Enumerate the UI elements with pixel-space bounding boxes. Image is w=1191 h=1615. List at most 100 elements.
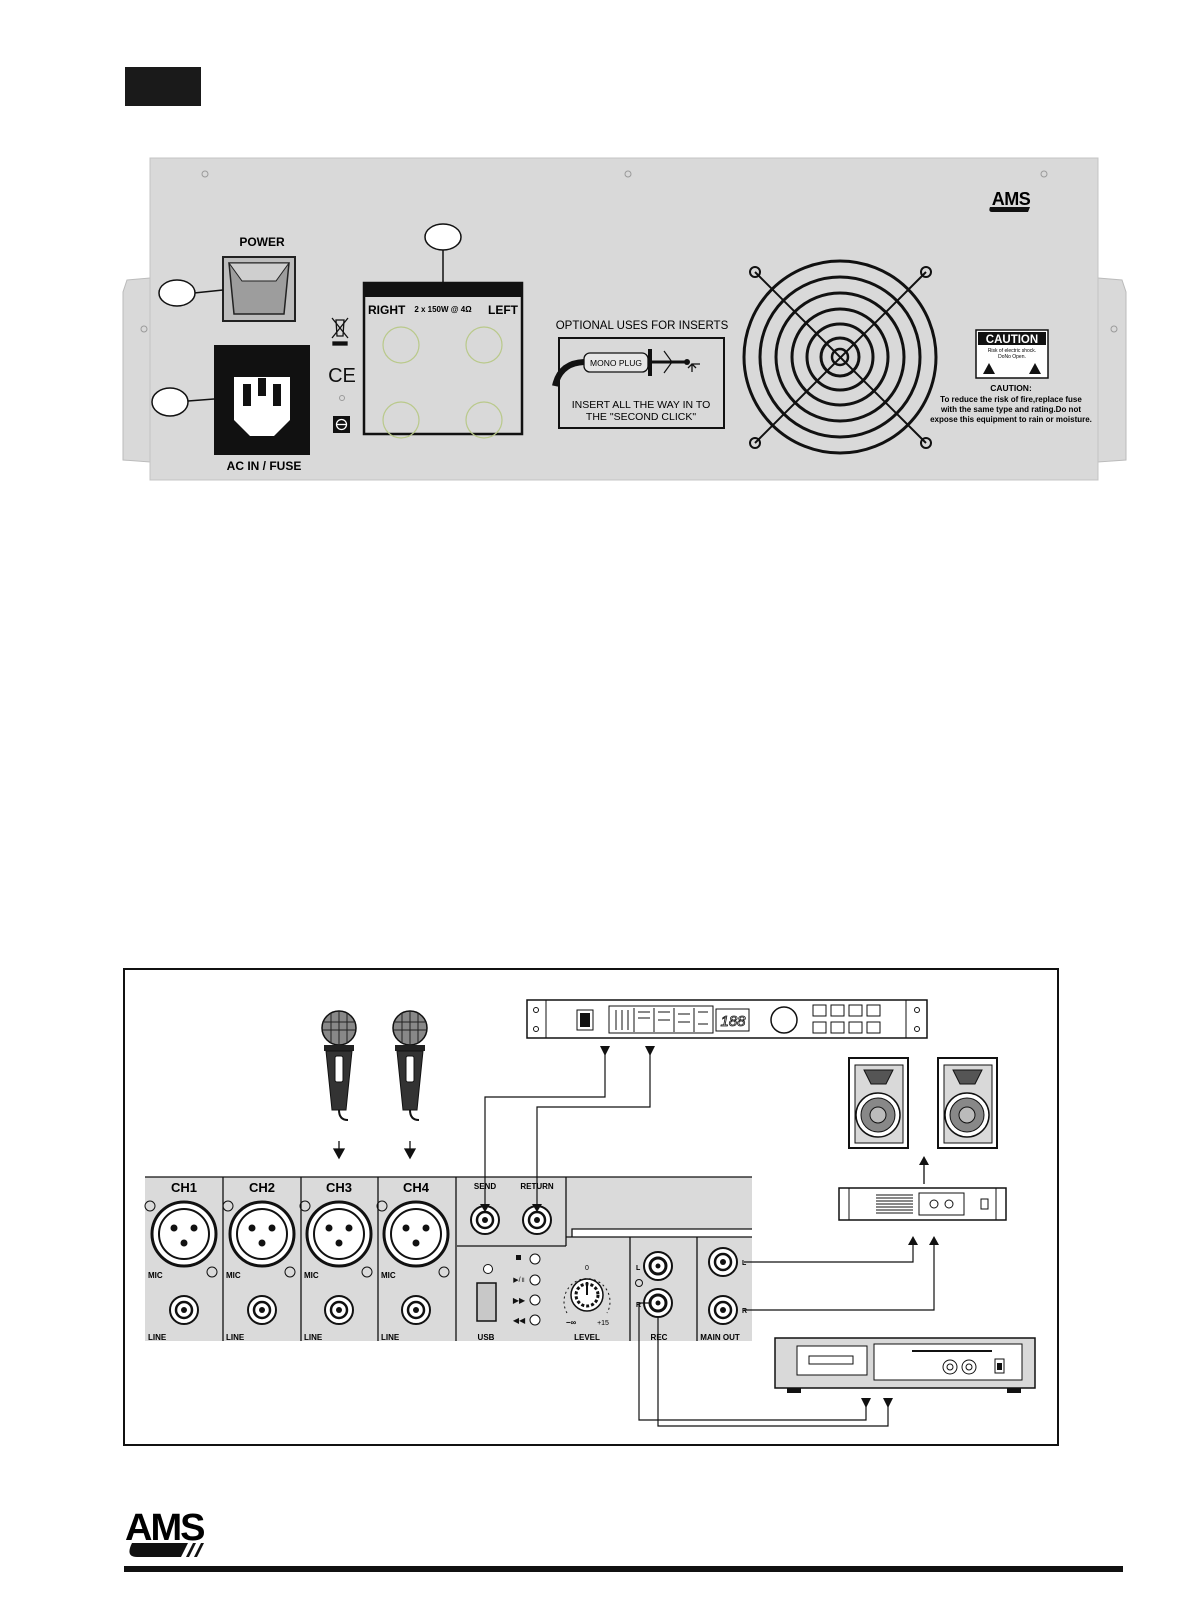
main-out-label: MAIN OUT <box>700 1333 740 1342</box>
speaker-output-panel: RIGHT 2 x 150W @ 4Ω LEFT <box>362 223 524 439</box>
play-pause-icon: ▶/॥ <box>513 1277 525 1284</box>
inserts-title: OPTIONAL USES FOR INSERTS <box>556 320 729 332</box>
xlr-jack <box>222 1200 296 1278</box>
svg-text:expose this equipment to rain: expose this equipment to rain or moistur… <box>930 415 1092 424</box>
cooling-fan <box>742 259 938 455</box>
effects-knob <box>770 1006 798 1034</box>
send-jack <box>470 1205 500 1235</box>
recorder-icon <box>774 1337 1036 1393</box>
usb-led <box>483 1264 493 1274</box>
speakon-jack <box>465 326 503 364</box>
cable-lines <box>484 1053 935 1427</box>
effects-display: 188 <box>720 1013 746 1030</box>
ams-logo-small: AMS <box>989 189 1031 212</box>
speakon-jack <box>465 401 503 439</box>
svg-text:AMS: AMS <box>992 189 1031 209</box>
power-switch <box>222 256 296 322</box>
arrowheads <box>480 1046 939 1408</box>
rec-l-label: L <box>636 1265 641 1272</box>
rec-label: REC <box>651 1333 668 1342</box>
channel-label-ch4: CH4 <box>403 1180 430 1195</box>
usb-port <box>476 1282 497 1322</box>
channel-label-ch2: CH2 <box>249 1180 275 1195</box>
ac-inlet <box>214 345 310 455</box>
callout-ac <box>151 387 189 417</box>
line-jack <box>169 1295 199 1325</box>
line-label: LINE <box>148 1333 167 1342</box>
main-out-l-label: L <box>742 1260 747 1267</box>
line-jack <box>401 1295 431 1325</box>
speaker-right-label: RIGHT <box>368 303 406 317</box>
warning-triangle-icon <box>983 363 995 374</box>
xlr-jack <box>144 1200 218 1278</box>
speaker-rating: 2 x 150W @ 4Ω <box>414 305 472 314</box>
channel-label-ch1: CH1 <box>171 1180 197 1195</box>
warning-triangle-icon <box>1029 363 1041 374</box>
level-label: LEVEL <box>574 1333 600 1342</box>
line-label: LINE <box>304 1333 323 1342</box>
transport-button <box>529 1294 541 1306</box>
line-jack <box>247 1295 277 1325</box>
transport-button <box>529 1274 541 1286</box>
mono-plug-label: MONO PLUG <box>590 358 642 368</box>
main-out-jack <box>708 1247 738 1277</box>
ce-mark-icon: CE <box>328 365 356 387</box>
mic-label: MIC <box>226 1271 241 1280</box>
rear-panel: POWER AC IN / FUSE CE <box>122 157 1127 481</box>
level-zero-label: 0 <box>585 1265 589 1272</box>
level-knob <box>563 1278 611 1314</box>
line-label: LINE <box>226 1333 245 1342</box>
rca-jack <box>643 1288 673 1318</box>
level-max-label: +15 <box>597 1320 609 1327</box>
transport-button <box>529 1314 541 1326</box>
weee-icon <box>331 317 349 346</box>
mic-label: MIC <box>148 1271 163 1280</box>
connection-diagram: 188 <box>123 968 1059 1446</box>
footer-rule <box>124 1566 1123 1572</box>
channel-label-ch3: CH3 <box>326 1180 352 1195</box>
inserts-instruction-2: THE "SECOND CLICK" <box>586 411 696 423</box>
stop-icon <box>516 1255 521 1260</box>
line-jack <box>324 1295 354 1325</box>
svg-text:DoNo Open.: DoNo Open. <box>998 354 1026 360</box>
caution-badge-title: CAUTION <box>986 334 1038 346</box>
section-tab <box>125 67 201 106</box>
inserts-box: MONO PLUG INSERT ALL THE WAY IN TO THE "… <box>552 337 725 429</box>
mic-label: MIC <box>304 1271 319 1280</box>
callout-power <box>158 279 196 307</box>
caution-title: CAUTION: <box>990 383 1032 393</box>
speakon-jack <box>382 401 420 439</box>
mic-label: MIC <box>381 1271 396 1280</box>
usb-label: USB <box>478 1333 495 1342</box>
line-label: LINE <box>381 1333 400 1342</box>
svg-text:with the same type and rating.: with the same type and rating.Do not <box>940 405 1081 414</box>
rewind-icon: ◀◀ <box>513 1316 526 1325</box>
inserts-instruction-1: INSERT ALL THE WAY IN TO <box>572 399 711 411</box>
svg-text:Risk of electric shock.: Risk of electric shock. <box>988 348 1036 354</box>
caution-label: CAUTION Risk of electric shock. DoNo Ope… <box>975 329 1049 379</box>
fast-forward-icon: ▶▶ <box>513 1296 526 1305</box>
main-out-jack <box>708 1295 738 1325</box>
xlr-jack <box>376 1200 450 1278</box>
effects-processor: 188 <box>526 999 928 1039</box>
microphone-icon <box>392 1010 428 1121</box>
callout-speaker <box>424 223 462 251</box>
power-amplifier-icon <box>838 1187 1007 1221</box>
footer-brand: AMS <box>125 1507 204 1549</box>
ac-label: AC IN / FUSE <box>227 459 302 473</box>
xlr-jack <box>299 1200 373 1278</box>
power-label: POWER <box>239 235 285 249</box>
speaker-left-label: LEFT <box>488 303 519 317</box>
level-min-label: −∞ <box>566 1318 577 1327</box>
speakon-jack <box>382 326 420 364</box>
main-out-r-label: R <box>742 1308 747 1315</box>
svg-text:To reduce the risk of fire,rep: To reduce the risk of fire,replace fuse <box>940 395 1082 404</box>
class2-icon <box>333 416 350 433</box>
rca-jack <box>643 1251 673 1281</box>
transport-button <box>529 1253 541 1265</box>
microphone-icon <box>321 1010 357 1121</box>
speaker-cabinet-icon <box>937 1057 998 1149</box>
footer-logo: AMS <box>125 1507 209 1557</box>
speaker-cabinet-icon <box>848 1057 909 1149</box>
